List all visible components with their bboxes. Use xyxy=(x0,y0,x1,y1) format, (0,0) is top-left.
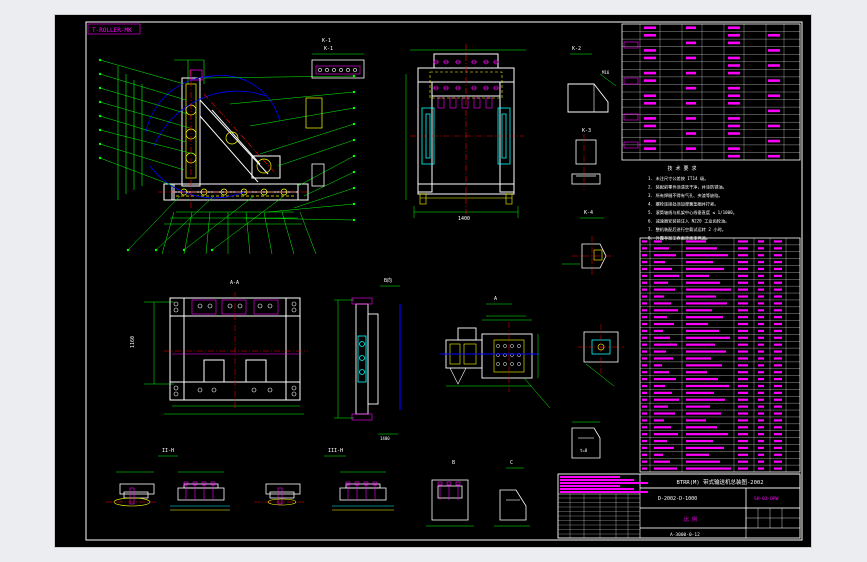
front-view[interactable]: 1400 xyxy=(405,44,526,222)
svg-text:1400: 1400 xyxy=(380,436,390,441)
note-line: 7. 整机装配后进行空载试运转 2 小时。 xyxy=(648,226,726,233)
note-line: 1. 未注尺寸公差按 IT14 级。 xyxy=(648,175,708,182)
bottom-detail-4[interactable] xyxy=(332,471,394,511)
svg-text:II-H: II-H xyxy=(162,448,174,454)
note-line: 3. 所有焊缝不得有气孔、夹渣等缺陷。 xyxy=(648,192,723,199)
detail-view-k3[interactable]: K-3 xyxy=(571,128,601,190)
svg-text:M16: M16 xyxy=(602,70,610,75)
drawing-title: BTRR(M) 带式输送机总装图-2002 xyxy=(676,478,763,486)
detail-view-k2[interactable]: K-2 M16 xyxy=(567,46,617,113)
drawing-sheet[interactable]: T-ROLLER-MK xyxy=(54,14,812,548)
view-label-k4: K-4 xyxy=(584,210,593,216)
bolt-strip-detail[interactable]: K-1 xyxy=(311,46,365,79)
view-label-k2: K-2 xyxy=(572,46,581,52)
title-block[interactable]: BTRR(M) 带式输送机总装图-2002 D-2002-D-1000 SH-0… xyxy=(557,473,801,539)
plan-view-section-a-a[interactable]: A-A xyxy=(130,280,308,415)
svg-text:1400: 1400 xyxy=(458,216,470,222)
bottom-detail-c[interactable]: C xyxy=(494,460,530,527)
view-label-detail-b: B xyxy=(452,460,455,466)
svg-text:t=8: t=8 xyxy=(580,448,588,453)
footer-code: A-3000-0-12 xyxy=(670,532,700,538)
sheet-inner-frame xyxy=(85,21,803,541)
view-label-detail-a: A xyxy=(494,296,497,302)
note-line: 4. 螺栓连接处须加弹簧垫圈并拧紧。 xyxy=(648,201,718,208)
note-line: 6. 减速器安装前注入 N220 工业齿轮油。 xyxy=(648,218,729,225)
note-line: 5. 滚筒轴线与机架中心线垂直度 ≤ 1/1000。 xyxy=(648,209,737,216)
detail-view-a[interactable]: A xyxy=(440,296,551,409)
stamp-box xyxy=(87,23,141,35)
drawing-stamp: T-ROLLER-MK xyxy=(92,27,132,34)
leader-lines xyxy=(98,58,356,255)
side-view-detail[interactable]: B向 xyxy=(334,277,401,441)
svg-text:III-H: III-H xyxy=(328,448,343,454)
cad-drawing: T-ROLLER-MK xyxy=(54,14,812,548)
sheet-number: SH-02-DRW xyxy=(754,496,779,502)
bottom-detail-3[interactable]: III-H xyxy=(254,448,346,506)
view-label-section-a: A-A xyxy=(230,280,239,286)
sheet-outer-frame xyxy=(54,14,812,548)
view-label-k3: K-3 xyxy=(582,128,591,134)
detail-view-pipe[interactable] xyxy=(578,324,624,387)
drawing-number: D-2002-D-1000 xyxy=(658,496,697,502)
bottom-detail-2[interactable] xyxy=(170,471,230,511)
bottom-detail-1[interactable]: II-H xyxy=(106,448,178,507)
svg-text:1160: 1160 xyxy=(130,336,136,348)
view-label-detail-c: C xyxy=(510,460,513,466)
svg-text:B向: B向 xyxy=(384,277,392,284)
main-elevation-view[interactable]: K-1 xyxy=(98,38,356,255)
detail-view-bracket[interactable]: t=8 xyxy=(571,421,601,459)
revision-table[interactable] xyxy=(621,23,801,161)
note-line: 2. 装配前零件须清洗干净，并涂防锈油。 xyxy=(648,184,727,191)
detail-view-k4[interactable]: K-4 xyxy=(562,210,614,276)
notes-title: 技 术 要 求 xyxy=(667,165,696,172)
scale-label: 比 例 xyxy=(684,516,697,523)
technical-notes: 技 术 要 求 1. 未注尺寸公差按 IT14 级。 2. 装配前零件须清洗干净，… xyxy=(648,165,737,242)
bottom-detail-b[interactable]: B xyxy=(426,460,474,527)
title-block-sign-rows xyxy=(560,476,648,493)
svg-text:K-1: K-1 xyxy=(322,38,331,44)
bill-of-materials[interactable] xyxy=(639,237,801,473)
view-label-k1: K-1 xyxy=(324,46,333,52)
